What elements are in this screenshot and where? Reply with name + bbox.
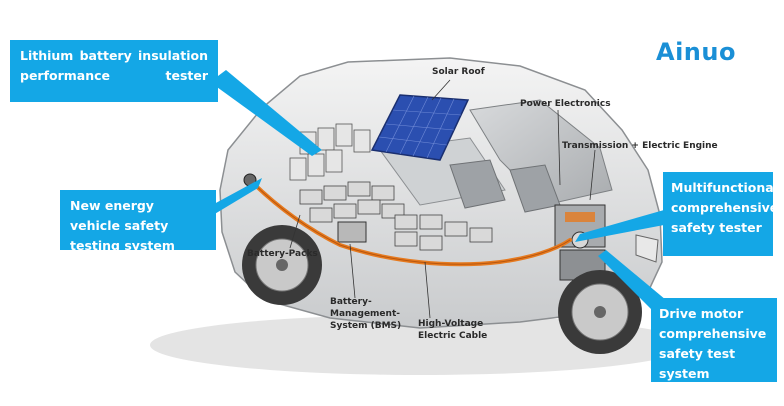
callout-multifunctional-tester: Multifunctional comprehensive safety tes… xyxy=(663,172,778,256)
solar-roof-panel xyxy=(370,94,470,161)
headlight xyxy=(635,234,659,263)
label-power-electronics: Power Electronics xyxy=(520,99,611,109)
label-cable-line-2: Electric Cable xyxy=(418,331,488,341)
windshield xyxy=(469,99,613,206)
label-transmission: Transmission + Electric Engine xyxy=(562,141,718,151)
front-wheel xyxy=(558,270,642,354)
label-bms-line-3: System (BMS) xyxy=(330,321,402,331)
label-bms: Battery- Management- System (BMS) xyxy=(330,296,401,332)
label-battery-packs: Battery-Packs xyxy=(247,249,318,259)
brand-logo: Ainuo xyxy=(656,38,736,66)
callout-lithium-tester: Lithium battery insulation performance t… xyxy=(10,40,218,102)
car-shadow xyxy=(150,315,690,375)
callout-drive-motor-system: Drive motor comprehensive safety test sy… xyxy=(651,298,777,382)
battery-packs-floor xyxy=(299,181,493,251)
solar-grid xyxy=(378,95,462,159)
label-high-voltage-cable: High-Voltage Electric Cable xyxy=(418,318,487,342)
interior-seats xyxy=(449,159,561,213)
callout-safety-testing-system: New energy vehicle safety testing system xyxy=(60,190,216,253)
label-solar-roof: Solar Roof xyxy=(432,67,485,77)
label-bms-line-1: Battery- xyxy=(330,297,372,307)
rear-wheel xyxy=(242,225,322,305)
label-bms-line-2: Management- xyxy=(330,309,400,319)
label-cable-line-1: High-Voltage xyxy=(418,319,484,329)
label-leaders xyxy=(289,79,596,319)
cable-outline xyxy=(249,179,571,265)
bms-unit xyxy=(337,221,367,243)
callout-pointers xyxy=(208,70,666,312)
